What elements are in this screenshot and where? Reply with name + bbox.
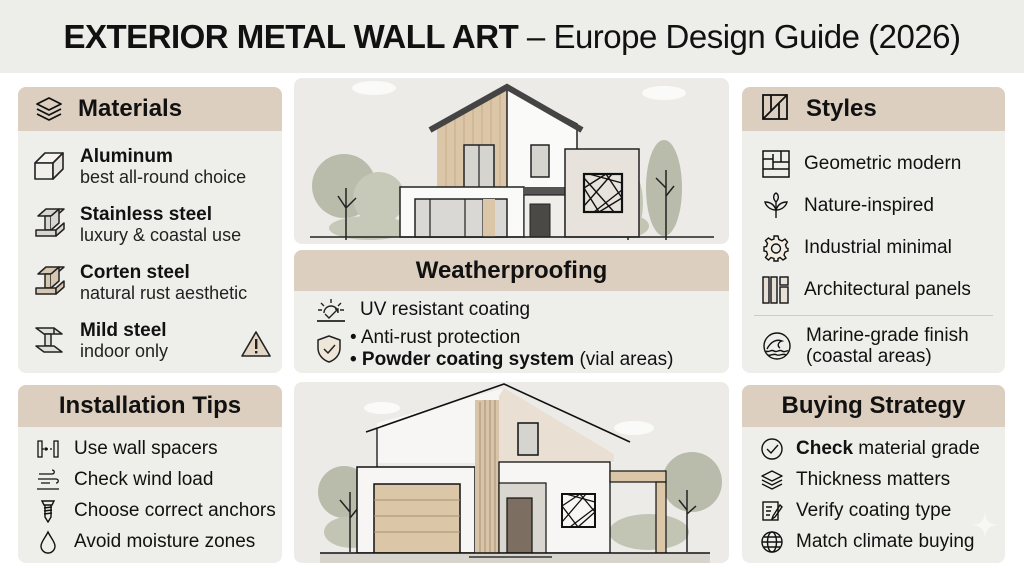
title-separator: – — [518, 17, 554, 55]
buying-header: Buying Strategy — [742, 385, 1005, 427]
buying-label: Match climate buying — [796, 530, 975, 552]
materials-panel: Materials Aluminum best all-round choice… — [18, 87, 282, 373]
grid-icon — [762, 150, 790, 178]
powder-bold: • Powder coating system — [350, 349, 575, 370]
style-label: Geometric modern — [804, 153, 962, 174]
install-label: Use wall spacers — [74, 437, 218, 459]
buying-label: Verify coating type — [796, 499, 952, 521]
buying-item-thickness: Thickness matters — [760, 464, 1005, 495]
i-beam-icon — [32, 324, 66, 356]
install-label: Check wind load — [74, 468, 214, 490]
title-bold: EXTERIOR METAL WALL ART — [63, 17, 519, 55]
material-note: indoor only — [80, 341, 169, 361]
weatherproofing-header: Weatherproofing — [294, 250, 729, 291]
weatherproofing-title: Weatherproofing — [415, 256, 608, 284]
globe-icon — [760, 530, 786, 554]
installation-panel: Installation Tips Use wall spacers Check… — [18, 385, 282, 563]
title-rest: Europe Design Guide (2026) — [553, 17, 961, 55]
material-item-stainless: Stainless steel luxury & coastal use — [32, 204, 282, 262]
install-label: Choose correct anchors — [74, 499, 276, 521]
marine-line2: (coastal areas) — [806, 346, 932, 367]
style-item-panels: Architectural panels — [762, 269, 1005, 311]
marine-line1: Marine-grade finish — [806, 325, 969, 346]
material-name: Mild steel — [80, 320, 167, 341]
buying-title: Buying Strategy — [781, 392, 966, 419]
install-item-wind: Check wind load — [36, 464, 282, 495]
buying-label-bold: Check — [796, 437, 854, 459]
material-note: natural rust aesthetic — [80, 283, 248, 303]
style-item-geometric: Geometric modern — [762, 143, 1005, 185]
material-item-mild: Mild steel indoor only — [32, 320, 282, 373]
buying-panel: Buying Strategy Check material grade Thi… — [742, 385, 1005, 563]
warning-icon — [240, 330, 272, 358]
wave-icon — [762, 331, 792, 361]
style-label: Architectural panels — [804, 279, 971, 300]
buying-label: Thickness matters — [796, 468, 951, 490]
title-bar: EXTERIOR METAL WALL ART – Europe Design … — [0, 0, 1024, 73]
sun-icon — [316, 297, 346, 323]
material-name: Aluminum — [80, 146, 173, 167]
weather-item-uv: UV resistant coating — [316, 297, 729, 323]
geometric-frame-icon — [762, 94, 792, 124]
materials-title: Materials — [78, 95, 183, 122]
document-edit-icon — [760, 499, 786, 523]
styles-divider — [754, 315, 993, 316]
drop-icon — [36, 529, 62, 554]
weather-uv-text: UV resistant coating — [360, 299, 531, 320]
panels-icon — [762, 276, 790, 304]
install-label: Avoid moisture zones — [74, 530, 256, 552]
page-title: EXTERIOR METAL WALL ART – Europe Design … — [63, 17, 961, 56]
styles-title: Styles — [806, 95, 877, 122]
material-note: best all-round choice — [80, 167, 247, 187]
buying-item-grade: Check material grade — [760, 433, 1005, 464]
buying-item-coating: Verify coating type — [760, 495, 1005, 526]
check-circle-icon — [760, 437, 786, 461]
leaf-icon — [762, 192, 790, 220]
style-label: Industrial minimal — [804, 237, 952, 258]
i-beam-icon — [32, 208, 66, 240]
powder-rest: (vial areas) — [574, 349, 674, 370]
install-item-spacers: Use wall spacers — [36, 433, 282, 464]
buying-item-climate: Match climate buying — [760, 526, 1005, 557]
house-illustration-top — [294, 78, 729, 244]
layers-icon — [34, 94, 64, 124]
geometric-wall-art — [582, 172, 624, 214]
material-name: Corten steel — [80, 262, 190, 283]
house-illustration-bottom — [294, 382, 729, 563]
materials-header: Materials — [18, 87, 282, 131]
layers-icon — [760, 468, 786, 492]
shield-check-icon — [316, 334, 342, 364]
styles-header: Styles — [742, 87, 1005, 131]
install-item-moisture: Avoid moisture zones — [36, 526, 282, 557]
material-item-corten: Corten steel natural rust aesthetic — [32, 262, 282, 320]
wind-icon — [36, 468, 62, 491]
buying-label: Check material grade — [796, 438, 980, 460]
styles-panel: Styles Geometric modern Nature-inspired — [742, 87, 1005, 373]
weather-item-powder: • Powder coating system (vial areas) — [350, 349, 673, 371]
geometric-wall-art — [561, 493, 596, 528]
gear-icon — [762, 234, 790, 262]
material-item-aluminum: Aluminum best all-round choice — [32, 146, 282, 204]
style-item-marine: Marine-grade finish (coastal areas) — [742, 316, 1005, 367]
style-item-industrial: Industrial minimal — [762, 227, 1005, 269]
installation-title: Installation Tips — [58, 392, 242, 419]
weatherproofing-panel: Weatherproofing UV resistant coating • A… — [294, 250, 729, 373]
spacer-icon — [36, 439, 62, 459]
buying-label-rest: material grade — [853, 437, 980, 459]
screw-icon — [36, 499, 62, 523]
install-item-anchors: Choose correct anchors — [36, 495, 282, 526]
sparkle-icon — [972, 512, 998, 538]
weather-item-antirust: • Anti-rust protection — [350, 327, 521, 348]
i-beam-icon — [32, 266, 66, 298]
style-item-nature: Nature-inspired — [762, 185, 1005, 227]
material-name: Stainless steel — [80, 204, 213, 225]
style-label: Nature-inspired — [804, 195, 934, 216]
metal-block-icon — [32, 150, 66, 182]
installation-header: Installation Tips — [18, 385, 282, 427]
material-note: luxury & coastal use — [80, 225, 242, 245]
